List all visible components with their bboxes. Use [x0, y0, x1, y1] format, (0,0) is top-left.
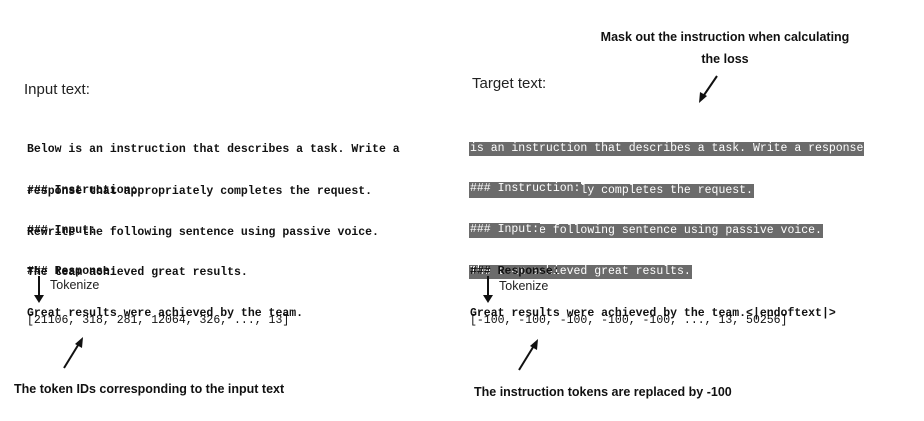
target-response-block: ### Response: Great results were achieve… — [470, 237, 836, 335]
target-response-header: ### Response: — [470, 265, 560, 278]
diagonal-arrow-icon — [518, 339, 538, 371]
input-response-block: ### Response: Great results were achieve… — [27, 237, 303, 335]
input-input-header: ### Input: — [27, 224, 97, 237]
diagonal-arrow-icon — [63, 337, 83, 369]
input-response-text: Great results were achieved by the team. — [27, 307, 304, 320]
mask-callout-line-1: Mask out the instruction when calculatin… — [600, 30, 850, 44]
input-response-header: ### Response: — [27, 265, 117, 278]
tokenize-label-right: Tokenize — [499, 279, 549, 293]
arrow-down-icon — [483, 276, 493, 303]
target-intro-line-1: is an instruction that describes a task.… — [469, 142, 865, 156]
input-text-heading: Input text: — [24, 81, 90, 98]
input-instruction-text: Rewrite the following sentence using pas… — [27, 226, 379, 239]
target-input-header: ### Input: — [469, 223, 541, 237]
target-input-block-masked: ### Input: The team achieved great resul… — [469, 195, 692, 293]
target-instruction-header: ### Instruction: — [469, 182, 582, 196]
input-input-text: The team achieved great results. — [27, 266, 248, 279]
mask-callout-line-2: the loss — [701, 52, 749, 66]
input-instruction-block: ### Instruction: Rewrite the following s… — [27, 156, 379, 254]
target-text-heading: Target text: — [472, 75, 547, 92]
input-token-ids: [21106, 318, 281, 12064, 326, ..., 13] — [27, 314, 290, 327]
input-intro-line-1: Below is an instruction that describes a… — [27, 143, 400, 156]
arrow-down-icon — [34, 276, 44, 303]
target-caption: The instruction tokens are replaced by -… — [474, 385, 732, 399]
target-response-text: Great results were achieved by the team.… — [470, 307, 836, 320]
input-intro-line-2: response that appropriately completes th… — [27, 185, 373, 198]
input-intro-block: Below is an instruction that describes a… — [27, 115, 400, 213]
diagonal-arrow-icon — [699, 75, 718, 103]
input-input-block: ### Input: The team achieved great resul… — [27, 196, 248, 294]
input-instruction-header: ### Instruction: — [27, 184, 138, 197]
target-token-ids: [-100, -100, -100, -100, -100, ..., 13, … — [470, 314, 788, 327]
input-caption: The token IDs corresponding to the input… — [14, 382, 285, 396]
target-input-text: The team achieved great results. — [469, 265, 692, 279]
tokenize-label-left: Tokenize — [50, 278, 100, 292]
mask-callout: Mask out the instruction when calculatin… — [575, 26, 875, 70]
